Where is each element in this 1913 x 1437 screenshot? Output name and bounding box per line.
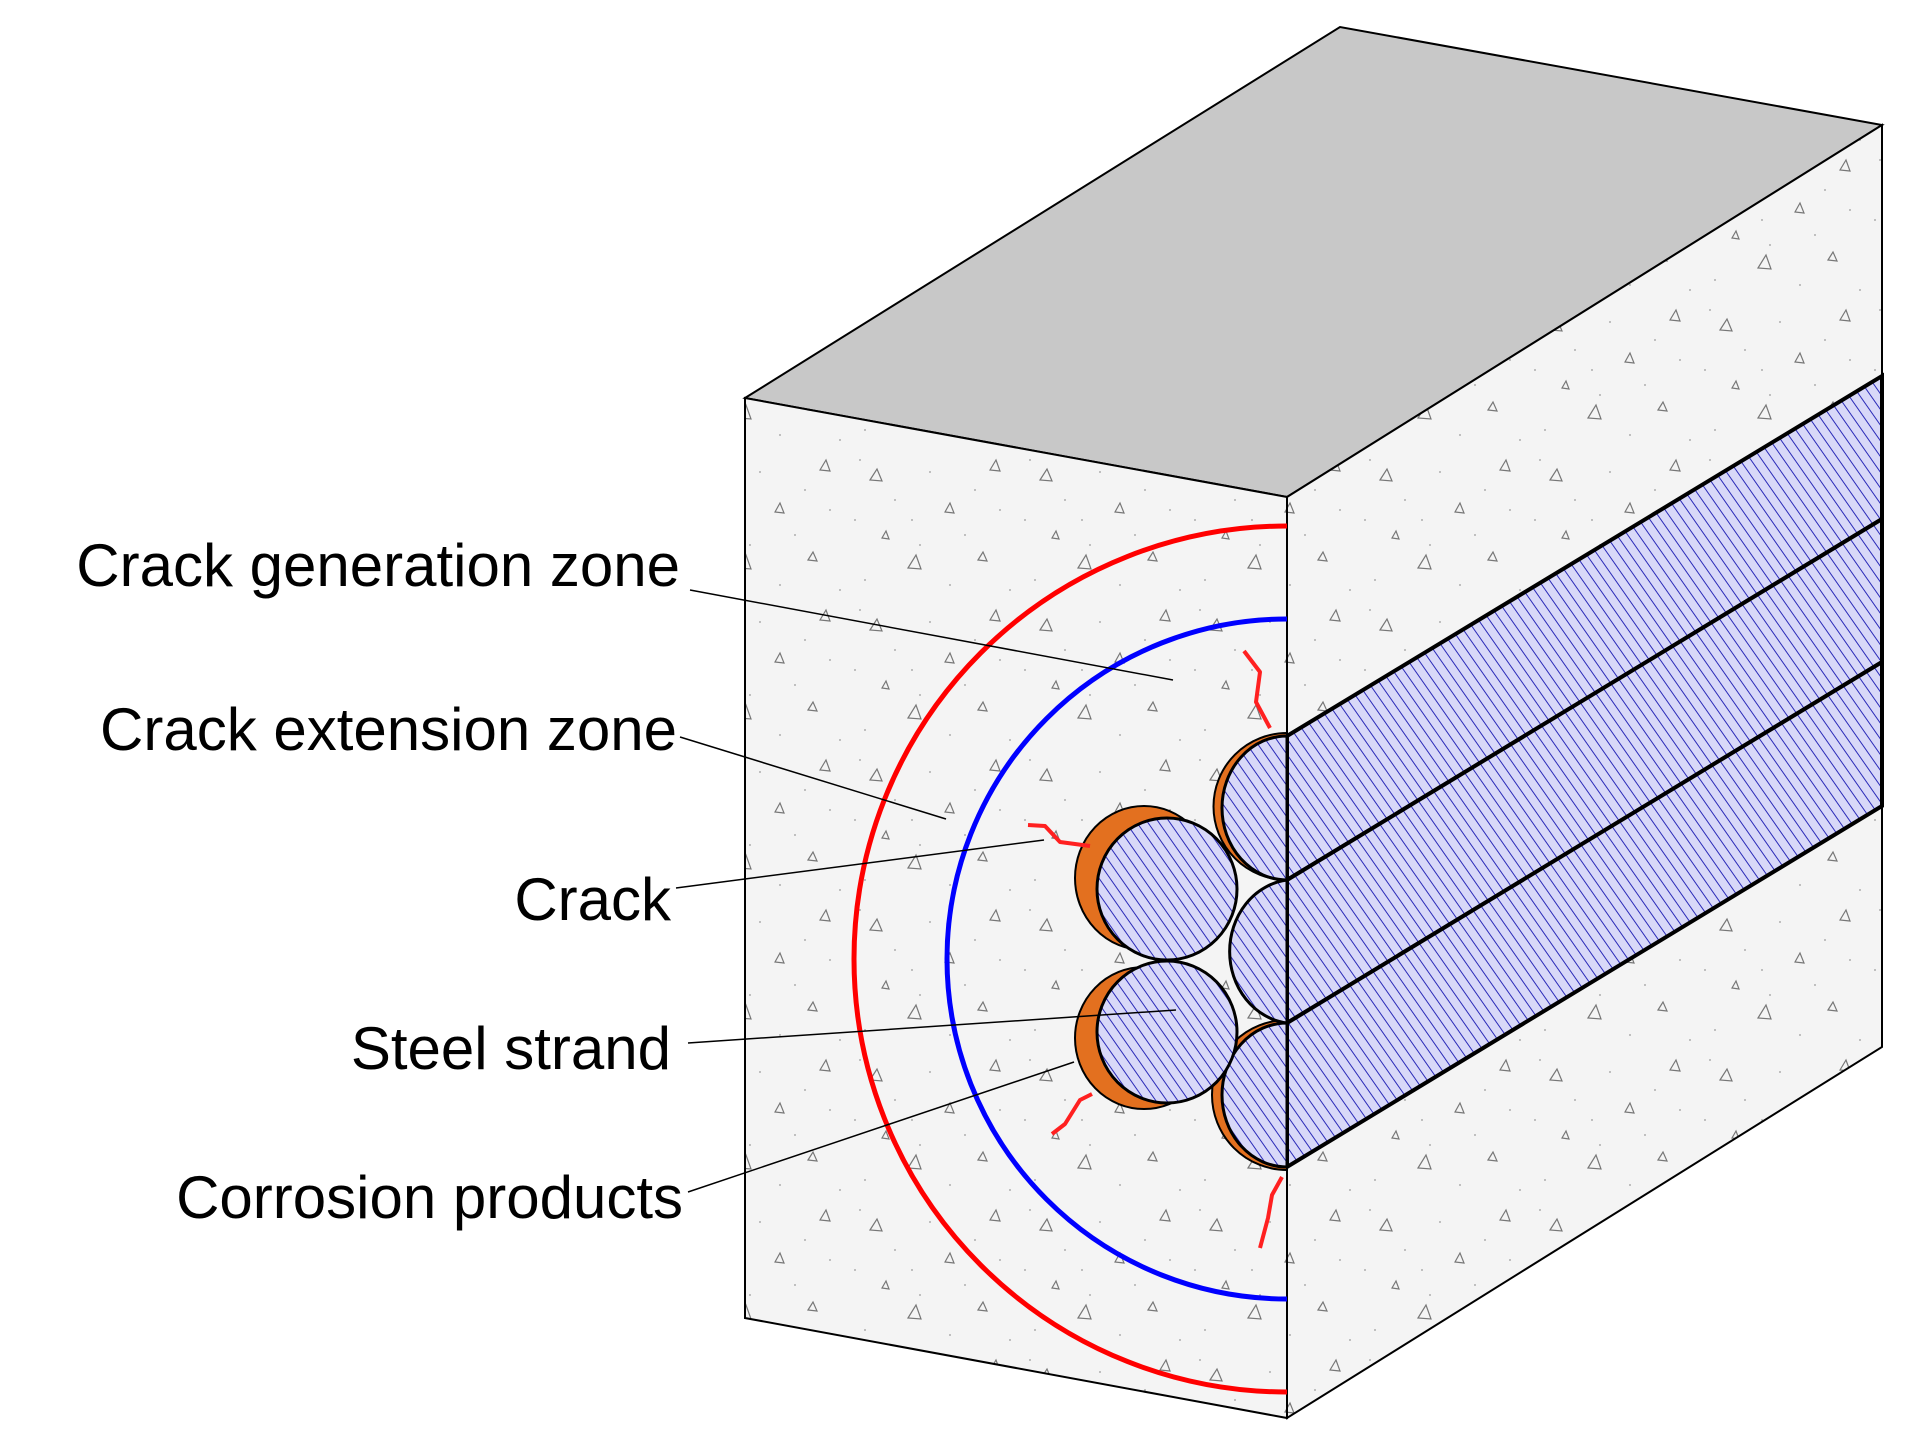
cracks (1027, 649, 1284, 1249)
strand-end-bottom (1220, 1021, 1289, 1169)
leader-lines (675, 589, 1177, 1193)
leader-line-crack (675, 839, 1045, 889)
strand-end-top (1220, 734, 1289, 882)
steel-strand-section (1095, 816, 1239, 962)
label-crack-generation-zone: Crack generation zone (76, 532, 680, 599)
steel-strand-section (1095, 959, 1239, 1105)
block-front-face (744, 396, 1288, 1420)
leader-line-crack-extension-zone (679, 736, 947, 820)
crack-extension-zone-boundary (944, 616, 1288, 1302)
crack-line (1027, 823, 1091, 848)
crack-line (1242, 649, 1272, 729)
crack-line (1258, 1176, 1284, 1249)
label-crack: Crack (514, 866, 672, 933)
label-corrosion-products: Corrosion products (176, 1164, 683, 1231)
leader-line-steel-strand (687, 1009, 1177, 1044)
crack-generation-zone-boundary (851, 523, 1288, 1395)
label-steel-strand: Steel strand (351, 1015, 671, 1082)
label-crack-extension-zone: Crack extension zone (100, 696, 677, 763)
crack-line (1050, 1092, 1093, 1136)
leader-line-crack-generation-zone (689, 589, 1174, 681)
leader-line-corrosion-products (687, 1061, 1075, 1193)
strand-end-middle (1228, 878, 1289, 1025)
strand-ends (1095, 734, 1289, 1169)
